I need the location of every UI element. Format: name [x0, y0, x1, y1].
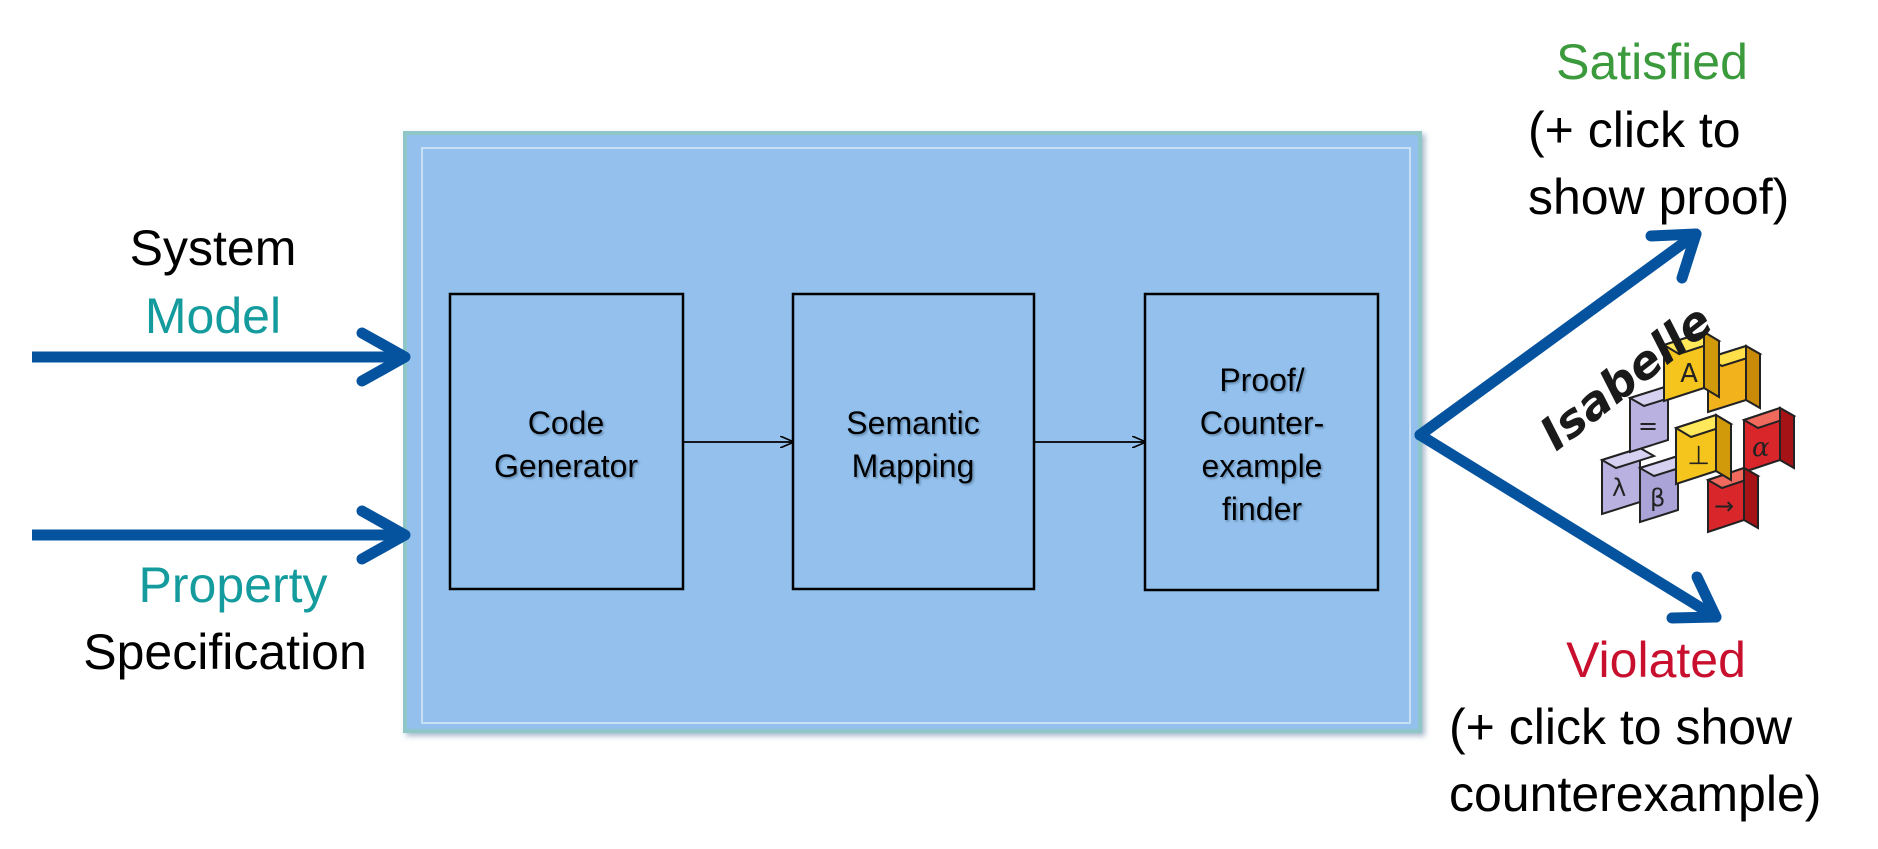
model-label: Model — [145, 288, 281, 344]
stage-code-generator: Code Generator — [448, 292, 685, 591]
logo-symbol: λ — [1612, 474, 1626, 502]
logo-symbol: → — [1714, 492, 1734, 520]
satisfied-title: Satisfied — [1556, 34, 1748, 90]
stage-label: Counter- — [1200, 405, 1325, 441]
satisfied-line2: show proof) — [1528, 169, 1789, 225]
logo-symbol: = — [1638, 412, 1658, 440]
stage-label: Proof/ — [1219, 362, 1304, 398]
property-specification-arrow — [32, 505, 411, 565]
stage-label: Code — [528, 405, 605, 441]
satisfied-line1: (+ click to — [1528, 102, 1741, 158]
stage-label: Semantic — [846, 405, 979, 441]
stage-semantic-mapping: Semantic Mapping — [791, 292, 1036, 591]
logo-symbol: β — [1650, 484, 1665, 512]
stage-proof-finder: Proof/ Counter- example finder — [1143, 292, 1380, 592]
violated-arrow — [1414, 429, 1722, 624]
stage-label: Generator — [494, 448, 638, 484]
stage-label: finder — [1222, 491, 1302, 527]
violated-line2: counterexample) — [1449, 766, 1821, 822]
specification-label: Specification — [83, 624, 367, 680]
logo-symbol: α — [1752, 433, 1770, 463]
violated-title: Violated — [1566, 632, 1746, 688]
stage-label: Mapping — [852, 448, 975, 484]
system-model-arrow — [32, 327, 411, 387]
logo-symbol: ⊤ — [1687, 439, 1710, 469]
satisfied-arrow — [1414, 228, 1702, 441]
violated-line1: (+ click to show — [1449, 699, 1793, 755]
logo-symbol: ∀ — [1680, 356, 1698, 386]
system-label: System — [130, 220, 297, 276]
stage-label: example — [1202, 448, 1323, 484]
property-label: Property — [139, 557, 328, 613]
